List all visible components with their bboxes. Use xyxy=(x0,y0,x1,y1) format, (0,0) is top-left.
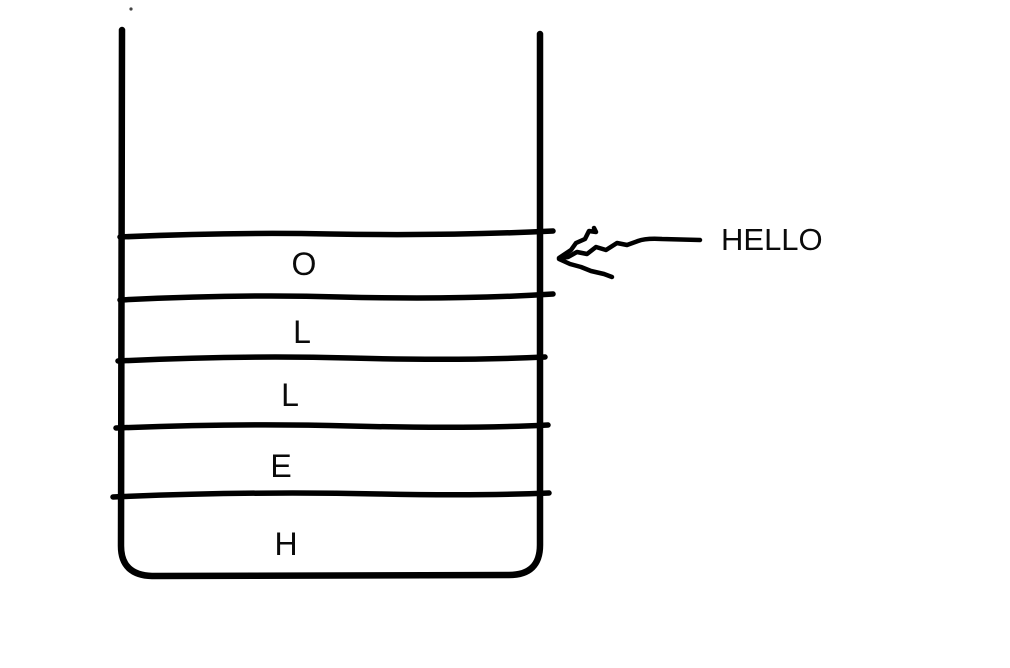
arrow-to-top-element xyxy=(556,225,703,280)
divider-E-H xyxy=(110,490,552,500)
divider-above-O xyxy=(117,228,556,240)
stray-pen-dot xyxy=(129,7,133,11)
stack-item-top-O: O xyxy=(292,246,317,282)
stack-item-E: E xyxy=(270,448,291,484)
divider-O-L xyxy=(117,291,556,303)
arrow-head-lower-barb xyxy=(556,256,615,280)
stack-item-L-lower: L xyxy=(281,377,299,413)
arrow-head-upper-barb xyxy=(556,225,599,261)
divider-L-E xyxy=(113,422,551,431)
stack-item-bottom-H: H xyxy=(274,526,297,562)
divider-L-L xyxy=(115,354,548,364)
stack-item-L-upper: L xyxy=(293,314,311,350)
annotation-hello-label: HELLO xyxy=(721,222,823,257)
arrow-shaft xyxy=(557,236,703,261)
stack-container-outline xyxy=(117,26,544,580)
